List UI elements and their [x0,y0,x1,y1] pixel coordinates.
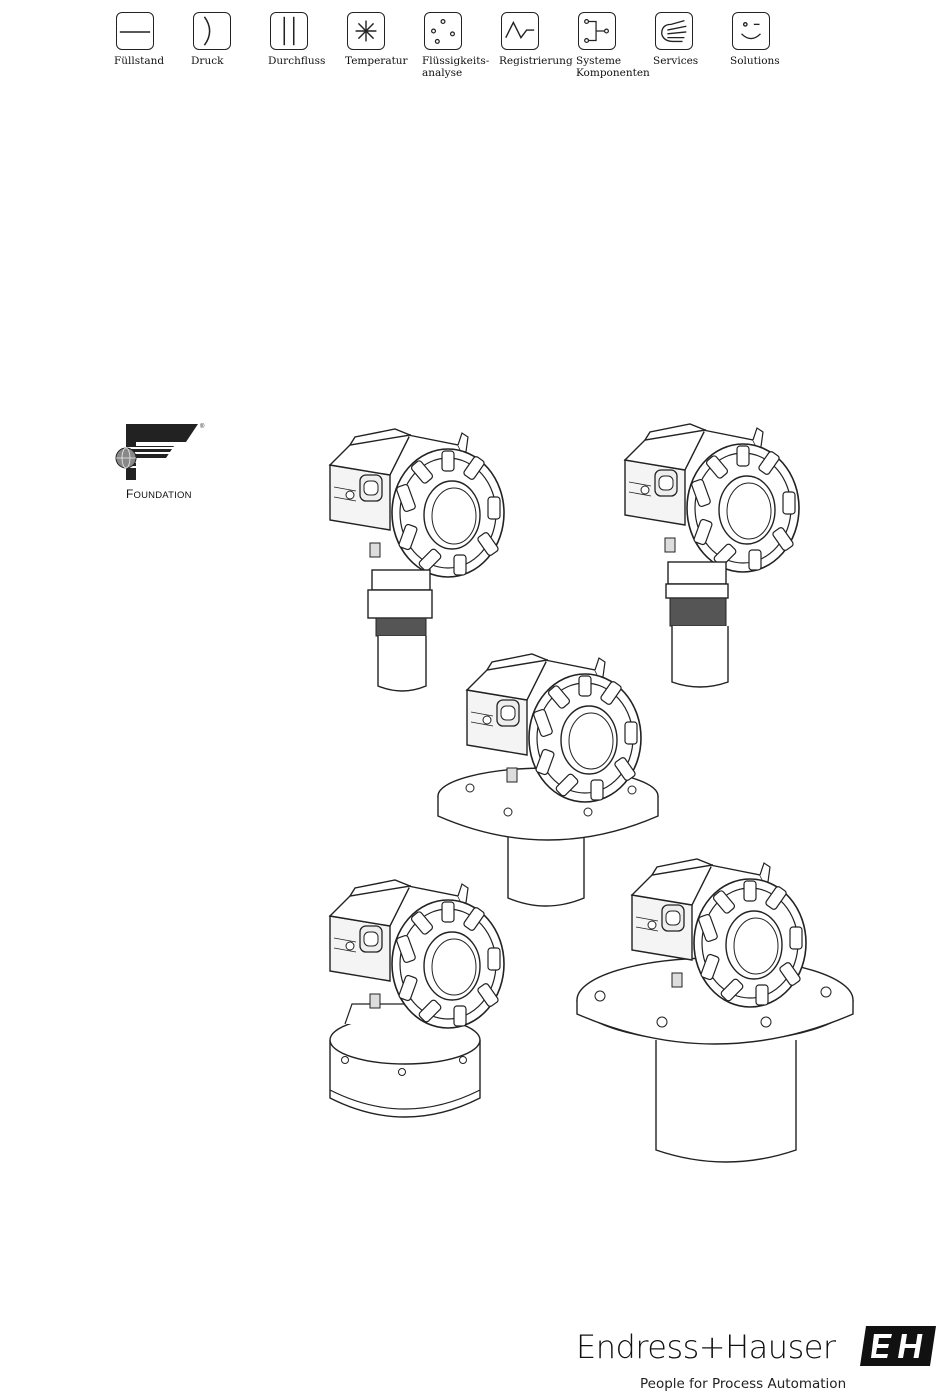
nav-label-pressure: Druck [191,55,265,67]
nav-label-liquid-analysis: Flüssigkeits- analyse [422,55,496,79]
nav-label-system-components: Systeme Komponenten [576,55,650,79]
endress-hauser-logo [858,1324,938,1368]
foundation-initial: F [126,487,134,501]
product-category-nav: Füllstand Druck Durchfluss Temperatur Fl… [112,12,812,92]
nav-item-services[interactable]: Services [651,12,727,67]
nav-label-recording: Registrierung [499,55,573,67]
nav-label-temperature: Temperatur [345,55,419,67]
nav-label-level: Füllstand [114,55,188,67]
device-large-flange-right [577,859,853,1162]
recording-icon [501,12,539,50]
nav-label-services: Services [653,55,727,67]
temperature-icon [347,12,385,50]
nav-item-liquid-analysis[interactable]: Flüssigkeits- analyse [420,12,496,79]
nav-item-flow[interactable]: Durchfluss [266,12,342,67]
nav-item-recording[interactable]: Registrierung [497,12,573,67]
level-icon [116,12,154,50]
liquid-analysis-icon [424,12,462,50]
pressure-icon [193,12,231,50]
nav-item-temperature[interactable]: Temperatur [343,12,419,67]
nav-label-flow: Durchfluss [268,55,342,67]
flow-icon [270,12,308,50]
services-icon [655,12,693,50]
nav-item-system-components[interactable]: Systeme Komponenten [574,12,650,79]
nav-item-solutions[interactable]: Solutions [728,12,804,67]
nav-label-solutions: Solutions [730,55,804,67]
device-threaded-sensor-right [625,424,799,687]
solutions-icon [732,12,770,50]
foundation-rest: OUNDATION [134,490,192,501]
brand-tagline: People for Process Automation [640,1376,846,1392]
nav-item-pressure[interactable]: Druck [189,12,265,67]
device-threaded-sensor-left [330,429,504,691]
nav-item-level[interactable]: Füllstand [112,12,188,67]
system-components-icon [578,12,616,50]
foundation-wordmark: FOUNDATION [126,487,192,501]
brand-name: Endress+Hauser [576,1328,836,1366]
device-large-housing-left [330,880,504,1117]
device-flange-middle [438,654,658,906]
registered-mark: ® [200,423,205,430]
